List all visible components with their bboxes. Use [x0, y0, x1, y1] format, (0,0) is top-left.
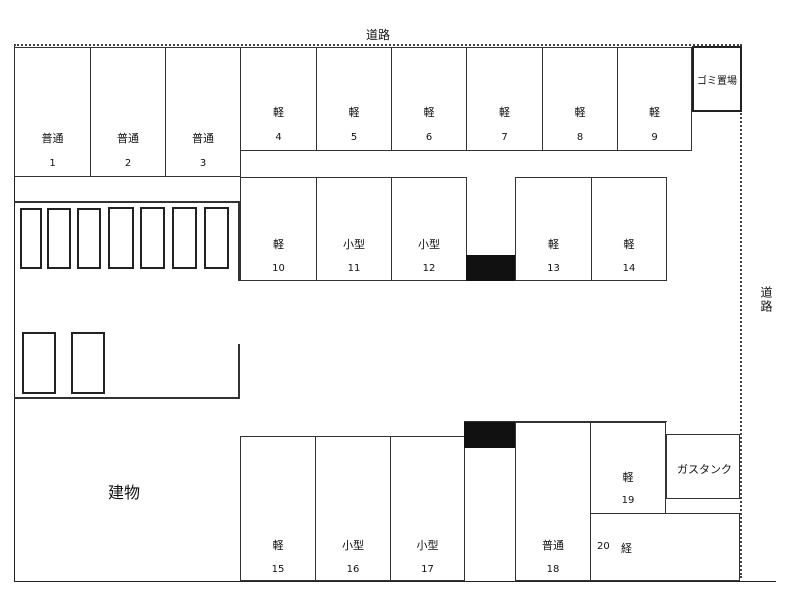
road-label-top: 道路: [366, 28, 391, 42]
spot-number: 19: [621, 495, 635, 506]
right-road-edge: [740, 110, 742, 578]
parking-spot-16[interactable]: 小型 16: [315, 436, 391, 581]
spot-number: 12: [422, 263, 436, 274]
parking-spot-1[interactable]: 普通 1: [14, 47, 91, 177]
spot-type: 小型: [343, 238, 365, 251]
bike-slot: [71, 332, 105, 394]
parking-spot-9[interactable]: 軽 9: [617, 47, 692, 151]
spot-type: 軽: [622, 471, 634, 484]
parking-spot-7[interactable]: 軽 7: [466, 47, 543, 151]
spot-number: 15: [271, 564, 285, 575]
spot-type: 普通: [192, 132, 214, 145]
lower-bike-area-bottom-line: [14, 397, 240, 399]
spot-type: 軽: [273, 238, 284, 251]
bike-area-right-line: [238, 201, 240, 281]
spot-number: 13: [547, 263, 560, 274]
bike-slot: [204, 207, 229, 269]
gas-tank-area: ガスタンク: [666, 434, 740, 499]
spot-number: 6: [425, 132, 433, 143]
bike-slot: [172, 207, 197, 269]
divider-line: [466, 177, 467, 281]
parking-spot-17[interactable]: 小型 17: [390, 436, 465, 581]
lower-row-top-line: [464, 421, 667, 422]
spot-type: 軽: [649, 106, 660, 119]
spot-number: 11: [347, 263, 361, 274]
bike-slot: [140, 207, 165, 269]
spot-number: 7: [501, 132, 508, 143]
gas-tank-label: ガスタンク: [677, 463, 732, 476]
spot-type: 軽: [574, 106, 586, 119]
parking-spot-18[interactable]: 普通 18: [515, 422, 591, 581]
parking-spot-10[interactable]: 軽 10: [240, 177, 317, 281]
spot-type: 軽: [272, 539, 284, 552]
bike-slot: [20, 208, 42, 269]
top-road-edge: [14, 44, 742, 46]
pillar-lower: [464, 422, 515, 448]
spot-type: 小型: [342, 539, 364, 552]
parking-spot-6[interactable]: 軽 6: [391, 47, 467, 151]
spot-number: 5: [350, 132, 358, 143]
parking-spot-5[interactable]: 軽 5: [316, 47, 392, 151]
lower-bike-area-right-line: [238, 344, 240, 398]
spot-type: 軽: [423, 106, 435, 119]
spot-type: 普通: [542, 539, 564, 552]
spot-number: 17: [421, 564, 434, 575]
parking-spot-14[interactable]: 軽 14: [591, 177, 667, 281]
parking-spot-15[interactable]: 軽 15: [240, 436, 316, 581]
spot-number: 9: [651, 132, 658, 143]
pillar-upper: [466, 255, 516, 281]
garbage-area: ゴミ置場: [692, 46, 742, 112]
spot-number: 20: [597, 541, 610, 552]
spot-type: 軽: [273, 106, 284, 119]
bike-slot: [77, 208, 101, 269]
spot-type: 普通: [117, 132, 139, 145]
spot-number: 14: [622, 263, 636, 274]
spot-number: 3: [199, 158, 207, 169]
building-label: 建物: [108, 483, 141, 502]
spot-number: 8: [576, 132, 584, 143]
bike-area-top-line: [14, 201, 240, 203]
divider-line: [464, 448, 465, 581]
parking-spot-13[interactable]: 軽 13: [515, 177, 592, 281]
garbage-area-label: ゴミ置場: [697, 76, 737, 87]
parking-spot-3[interactable]: 普通 3: [165, 47, 241, 177]
bike-slot: [47, 208, 71, 269]
spot-number: 18: [546, 564, 560, 575]
spot-type: 軽: [348, 106, 360, 119]
bike-slot: [22, 332, 56, 394]
spot-number: 1: [49, 158, 56, 169]
spot-type: 普通: [41, 132, 64, 145]
spot-type: 小型: [418, 238, 440, 251]
spot-type: 経: [621, 542, 632, 555]
parking-spot-2[interactable]: 普通 2: [90, 47, 166, 177]
road-label-right: 道路: [759, 286, 773, 314]
spot-type: 軽: [623, 238, 635, 251]
spot-type: 軽: [499, 106, 510, 119]
parking-spot-8[interactable]: 軽 8: [542, 47, 618, 151]
spot-number: 2: [124, 158, 132, 169]
parking-spot-20[interactable]: 20 経: [590, 513, 740, 581]
spot-number: 4: [275, 132, 282, 143]
parking-spot-11[interactable]: 小型 11: [316, 177, 392, 281]
lot-boundary: [14, 44, 776, 582]
spot-type: 軽: [548, 238, 559, 251]
parking-spot-4[interactable]: 軽 4: [240, 47, 317, 151]
spot-number: 16: [346, 564, 360, 575]
spot-number: 10: [272, 263, 285, 274]
parking-spot-19[interactable]: 軽 19: [590, 422, 666, 514]
spot-type: 小型: [416, 539, 439, 552]
bike-slot: [108, 207, 134, 269]
parking-spot-12[interactable]: 小型 12: [391, 177, 467, 281]
